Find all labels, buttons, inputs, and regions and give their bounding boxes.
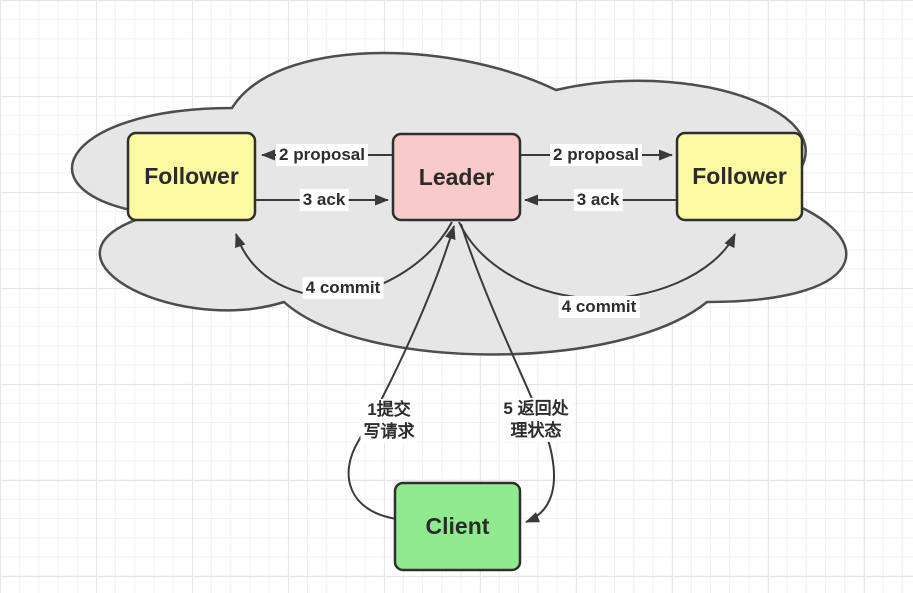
edge-label-proposal-right: 2 proposal <box>550 143 642 167</box>
client-node <box>393 481 522 572</box>
edge-label-proposal-left: 2 proposal <box>276 143 368 167</box>
follower-left-node <box>126 131 257 222</box>
edge-label-ack-left: 3 ack <box>299 188 349 212</box>
leader-node <box>391 132 522 222</box>
edge-label-ack-right: 3 ack <box>573 188 623 212</box>
edge-label-commit-right: 4 commit <box>558 295 640 319</box>
edge-label-submit-write: 1提交 写请求 <box>360 398 418 444</box>
edge-label-return-status: 5 返回处 理状态 <box>500 397 572 443</box>
edge-label-commit-left: 4 commit <box>302 276 384 300</box>
follower-right-node <box>675 131 804 222</box>
